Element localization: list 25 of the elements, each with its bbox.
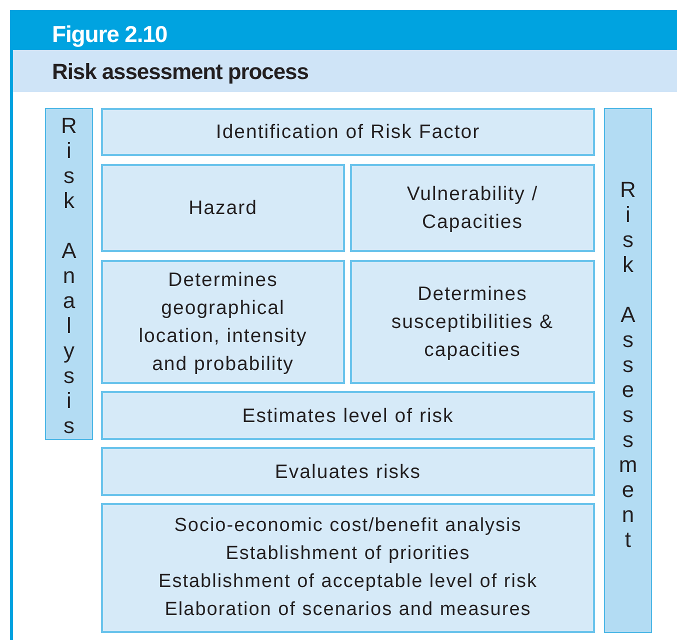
box-text: Evaluates risks bbox=[274, 460, 422, 484]
box-text: Determines susceptibilities & capacities bbox=[390, 282, 555, 363]
process-box bbox=[101, 108, 595, 156]
box-text: Estimates level of risk bbox=[242, 404, 454, 428]
process-box bbox=[101, 391, 595, 440]
process-box bbox=[350, 260, 595, 384]
process-box bbox=[101, 447, 595, 496]
process-box bbox=[101, 503, 595, 633]
box-text: Hazard bbox=[188, 196, 258, 221]
box-text: Establishment of priorities bbox=[226, 542, 470, 566]
title: Risk assessment process bbox=[52, 58, 308, 86]
box-text: Vulnerability / Capacities bbox=[406, 182, 540, 235]
vertical-label: Risk Analysis bbox=[61, 113, 77, 438]
box-text: Identification of Risk Factor bbox=[216, 120, 480, 145]
box-text: Elaboration of scenarios and measures bbox=[164, 598, 532, 622]
process-box bbox=[101, 164, 345, 252]
box-text: Establishment of acceptable level of risk bbox=[158, 570, 538, 594]
side-bar bbox=[45, 108, 93, 440]
box-text: Determines geographical location, intensity and probability bbox=[138, 268, 308, 377]
vertical-label: Risk Assessment bbox=[618, 177, 638, 552]
box-text: Socio-economic cost/benefit analysis bbox=[174, 514, 522, 538]
process-box bbox=[350, 164, 595, 252]
process-box bbox=[101, 260, 345, 384]
figure-number: Figure 2.10 bbox=[52, 20, 168, 49]
side-bar bbox=[604, 108, 652, 633]
